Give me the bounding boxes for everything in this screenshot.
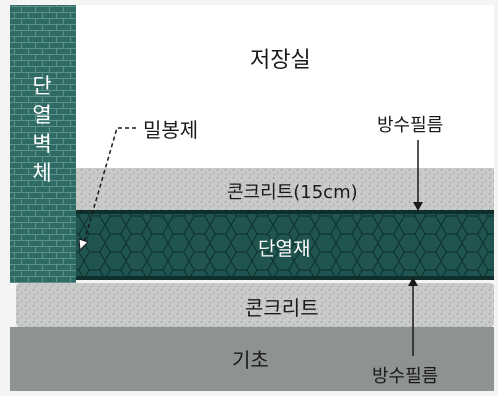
insulated-wall (10, 5, 76, 283)
waterproof-film-top-arrowhead (413, 202, 423, 211)
sealant-arrowhead (78, 238, 89, 252)
waterproof-film-bottom-arrowhead (408, 277, 418, 286)
waterproof-film-top-label: 방수필름 (377, 115, 444, 136)
insulation-layer (76, 214, 494, 276)
storage-room-label: 저장실 (250, 48, 311, 73)
waterproof-film-bottom-label: 방수필름 (372, 366, 439, 387)
foundation-label: 기초 (232, 348, 269, 372)
insulated-wall-label: 단 열 벽 체 (27, 72, 57, 188)
storage-room-area (76, 5, 494, 170)
insulated-wall-char: 단 (32, 74, 52, 98)
insulation-label: 단열재 (258, 238, 311, 260)
concrete-bottom-layer (16, 283, 494, 327)
waterproof-film-top-line (76, 210, 494, 214)
insulated-wall-char: 체 (32, 161, 52, 185)
concrete-top-layer (76, 168, 494, 210)
insulated-wall-char: 벽 (32, 132, 52, 156)
insulated-wall-char: 열 (32, 103, 52, 127)
concrete-bottom-label: 콘크리트 (245, 296, 319, 320)
waterproof-film-bottom-line (76, 276, 494, 280)
sealant-label: 밀봉제 (143, 118, 199, 142)
concrete-top-label: 콘크리트(15cm) (227, 182, 358, 203)
sealant-leader-line (83, 127, 136, 243)
